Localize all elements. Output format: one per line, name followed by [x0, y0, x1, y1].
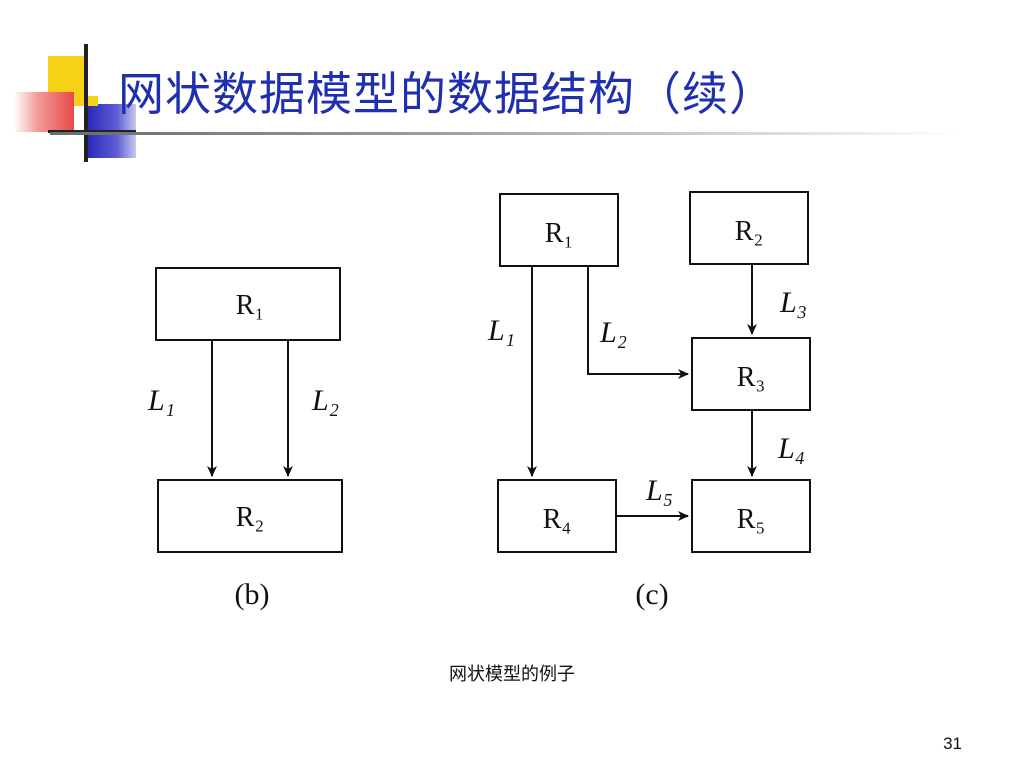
diagram-b-box-r1-label: R₁	[236, 290, 264, 321]
diagram-b-link-l1-label: L₁	[147, 384, 175, 417]
diagram-b-box-r2	[157, 479, 343, 553]
diagram-c-box-r5	[691, 479, 811, 553]
diagram-b-link-l2-label: L₂	[311, 384, 339, 417]
diagram-c-box-r1-label: R₁	[545, 218, 573, 249]
diagram-c-link-l4-label: L₄	[777, 432, 805, 465]
diagram-c-box-r3-label: R₃	[737, 362, 765, 393]
logo-vertical-line	[84, 44, 88, 162]
diagram-c-box-r4	[497, 479, 617, 553]
page-number: 31	[943, 734, 962, 753]
diagram-b-box-r2-label: R₂	[236, 502, 264, 533]
diagram-c-link-l3-label: L₃	[779, 286, 807, 319]
logo-small-square	[88, 96, 98, 106]
diagram-b-label: (b)	[235, 578, 270, 611]
diagram-c-link-l5-label: L₅	[645, 474, 673, 507]
diagram-c-link-l2-label: L₂	[599, 316, 627, 349]
diagram-c-box-r3	[691, 337, 811, 411]
diagram-c-box-r2	[689, 191, 809, 265]
diagram-c-link-l1-label: L₁	[487, 314, 515, 347]
diagram-c-box-r1	[499, 193, 619, 267]
figure-caption: 网状模型的例子	[449, 664, 575, 685]
slide-title: 网状数据模型的数据结构（续）	[118, 67, 776, 121]
diagram-c-box-r5-label: R₅	[737, 504, 765, 535]
title-underline	[50, 132, 960, 135]
logo-red-bar	[14, 92, 74, 132]
diagram-c-box-r2-label: R₂	[735, 216, 763, 247]
diagram-b-box-r1	[155, 267, 341, 341]
diagram-b: R₁ R₂ L₁ L₂ (b)	[147, 267, 343, 611]
logo-horizontal-line	[48, 130, 136, 133]
diagram-c-arrow-l2	[587, 266, 689, 379]
diagram-c: R₁ R₂ R₃ R₄ R₅ L₁ L₂ L₃ L₄ L₅ (c)	[487, 191, 811, 611]
diagram-c-label: (c)	[635, 578, 668, 611]
diagram-c-box-r4-label: R₄	[543, 504, 571, 535]
